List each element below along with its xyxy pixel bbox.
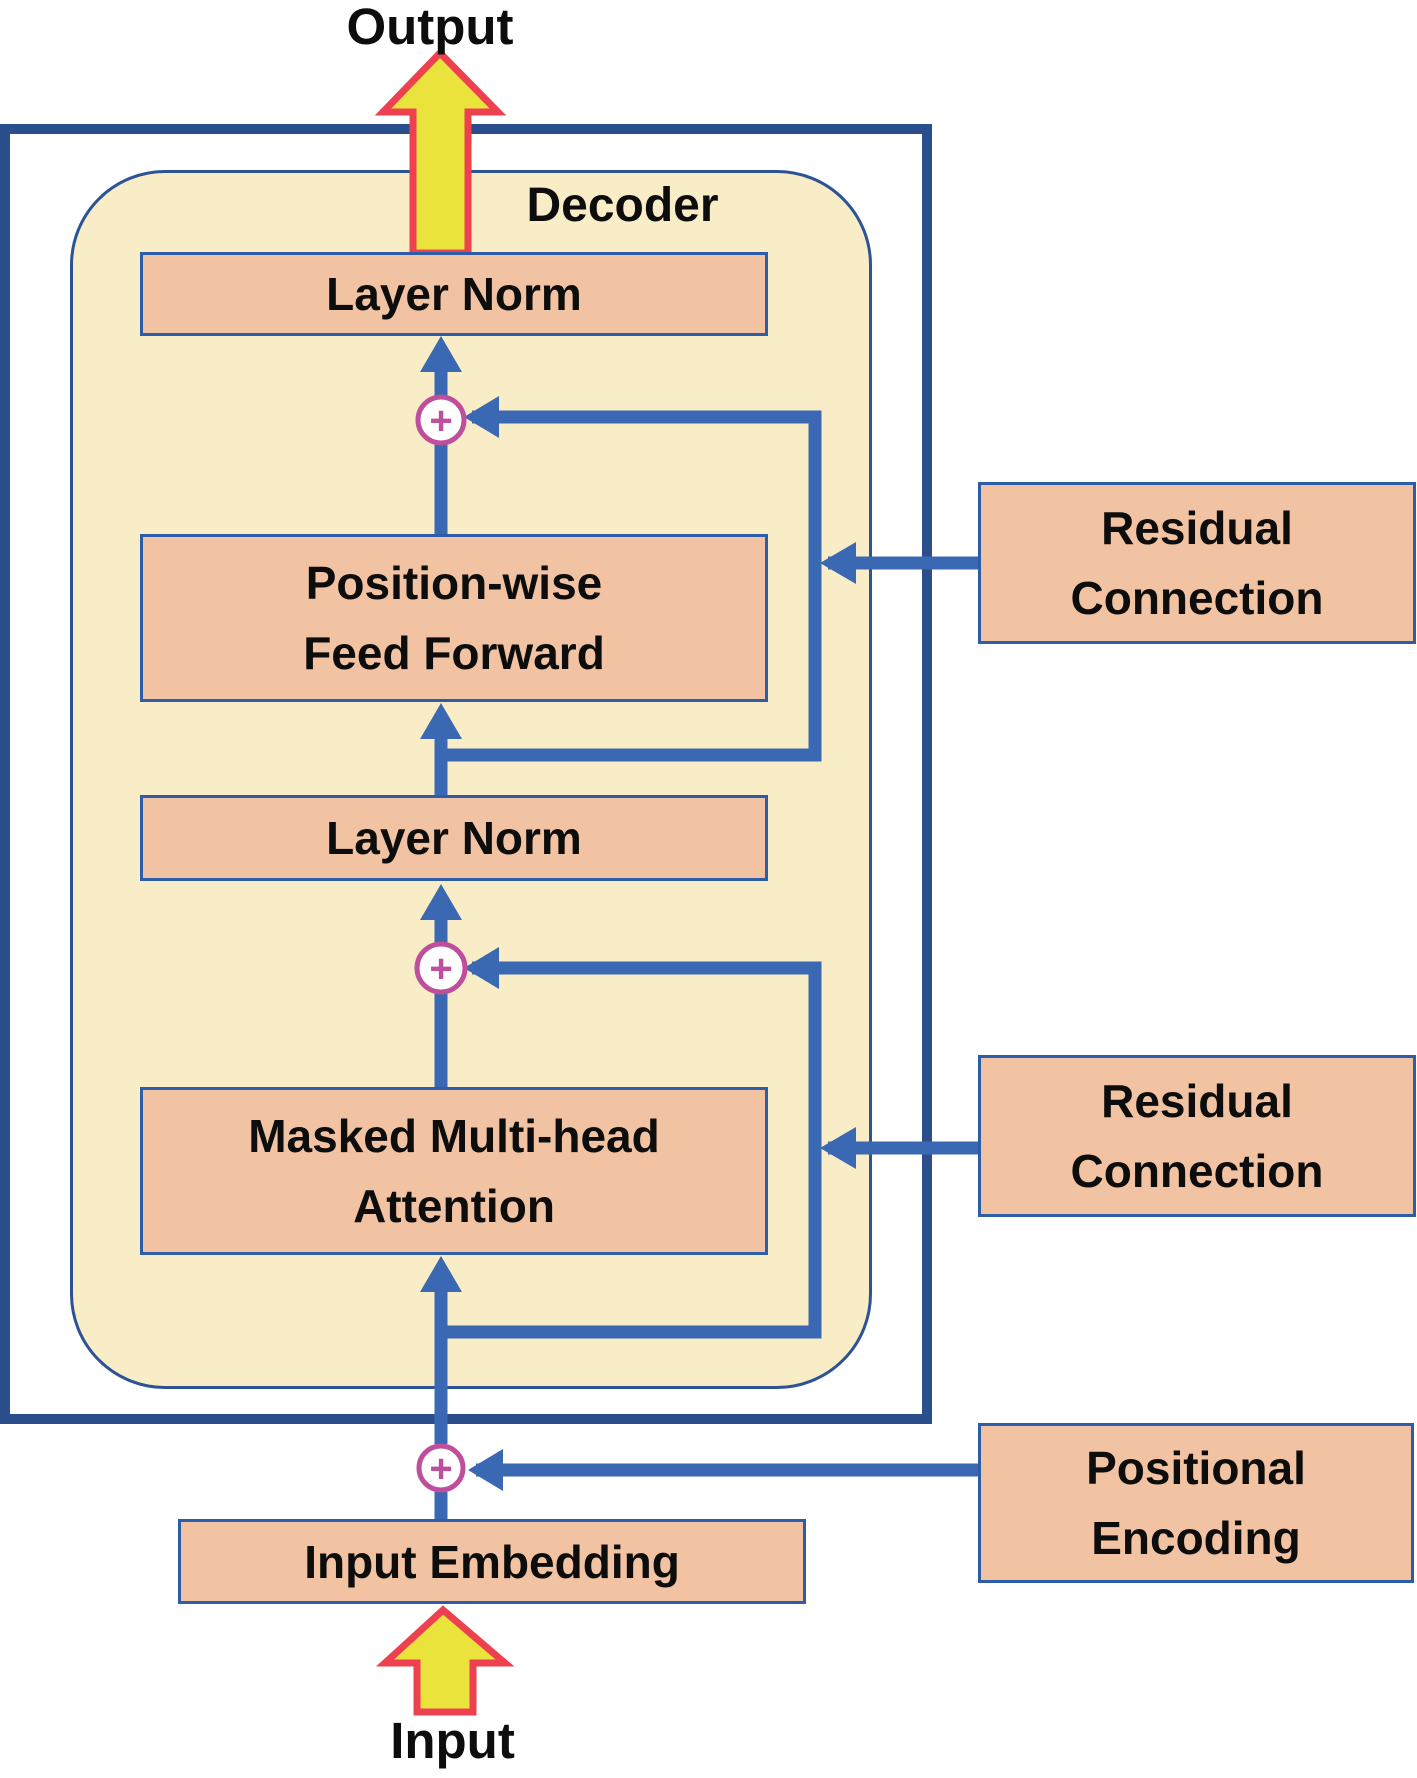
layer-norm-top-block: Layer Norm (140, 252, 768, 336)
add-node-icon (415, 394, 467, 446)
masked-multi-head-attention-block: Masked Multi-head Attention (140, 1087, 768, 1255)
output-arrow-icon (374, 47, 507, 257)
residual-connection-bottom-label-box: Residual Connection (978, 1055, 1416, 1217)
left-arrowhead-icon (464, 396, 499, 438)
positional-encoding-line2: Encoding (1091, 1512, 1301, 1564)
up-arrowhead-icon (420, 884, 462, 920)
add-node-icon (416, 1443, 466, 1493)
feed-forward-label-line1: Position-wise (305, 557, 603, 609)
left-arrowhead-icon (820, 1127, 856, 1169)
left-arrowhead-icon (820, 542, 856, 584)
layer-norm-mid-block: Layer Norm (140, 795, 768, 881)
residual-top-line1: Residual (1101, 502, 1293, 554)
decoder-label: Decoder (526, 179, 719, 232)
up-arrowhead-icon (420, 1256, 462, 1292)
residual-wrap-line-top (441, 410, 822, 762)
residual-top-line2: Connection (1070, 572, 1324, 624)
left-arrowhead-icon (464, 947, 499, 989)
plus-sign: + (429, 399, 452, 443)
feed-forward-label-line2: Feed Forward (303, 627, 605, 679)
plus-sign: + (429, 1447, 452, 1491)
left-arrowhead-icon (468, 1449, 503, 1491)
residual-bottom-line1: Residual (1101, 1075, 1293, 1127)
add-node-icon (414, 941, 468, 995)
up-arrowhead-icon (420, 336, 462, 372)
residual-wrap-line-bottom (441, 961, 822, 1339)
input-arrow-icon (375, 1605, 515, 1716)
residual-connection-top-label-box: Residual Connection (978, 482, 1416, 644)
mha-label-line2: Attention (353, 1180, 555, 1232)
mha-label-line1: Masked Multi-head (248, 1110, 660, 1162)
input-embedding-block: Input Embedding (178, 1519, 806, 1604)
output-label: Output (346, 0, 514, 55)
plus-sign: + (429, 947, 452, 991)
layer-norm-top-label: Layer Norm (326, 268, 582, 320)
positional-encoding-label-box: Positional Encoding (978, 1423, 1414, 1583)
layer-norm-mid-label: Layer Norm (326, 812, 582, 864)
positional-encoding-line1: Positional (1086, 1442, 1306, 1494)
up-arrowhead-icon (420, 703, 462, 739)
residual-bottom-line2: Connection (1070, 1145, 1324, 1197)
input-embedding-label: Input Embedding (304, 1535, 680, 1588)
position-wise-feed-forward-block: Position-wise Feed Forward (140, 534, 768, 702)
input-label: Input (390, 1712, 515, 1769)
